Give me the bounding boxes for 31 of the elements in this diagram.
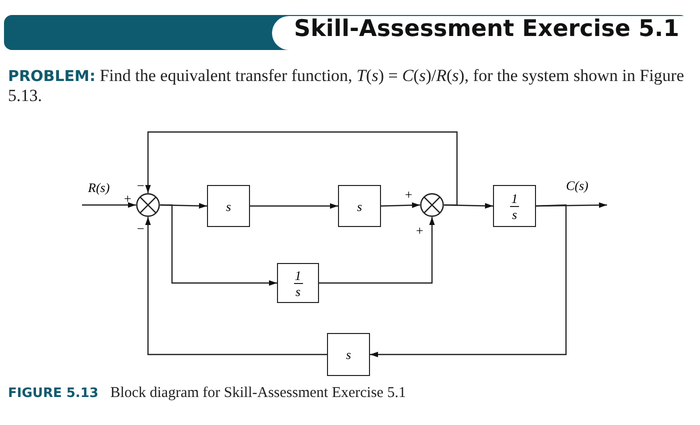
sign-label: + [405, 188, 412, 201]
denominator: s [512, 208, 518, 220]
signal-label: R(s) [88, 180, 110, 196]
signal-label: C(s) [566, 178, 588, 194]
summing-junction [420, 193, 444, 217]
signal-arrow [370, 204, 567, 358]
signal-arrow [145, 131, 458, 206]
transfer-block [327, 333, 370, 376]
transfer-block [493, 185, 536, 227]
sign-label: + [416, 224, 424, 237]
signal-arrow [160, 204, 277, 286]
block-label: s [356, 200, 362, 212]
denominator: s [295, 284, 301, 298]
sign-label: − [137, 179, 144, 192]
signal-arrow [319, 217, 435, 284]
transfer-block [338, 185, 381, 227]
transfer-block [277, 263, 319, 303]
block-label: s [226, 200, 232, 212]
summing-junction [136, 193, 160, 217]
numerator: 1 [294, 268, 302, 282]
signal-arrow [380, 202, 420, 208]
figure-caption: FIGURE 5.13 Block diagram for Skill-Assessment Exercise 5.1 [8, 385, 406, 402]
signal-arrow [250, 203, 338, 209]
numerator: 1 [511, 192, 518, 204]
sign-label: + [124, 192, 132, 205]
block-label: s [346, 348, 352, 361]
signal-arrow [82, 202, 136, 208]
signal-arrow [145, 217, 327, 356]
sign-label: − [137, 222, 144, 235]
transfer-block [207, 185, 250, 227]
problem-statement: PROBLEM: Find the equivalent transfer function, T(s) = C(s)/R(s), for the system shown in Figure 5.13. [8, 66, 686, 106]
